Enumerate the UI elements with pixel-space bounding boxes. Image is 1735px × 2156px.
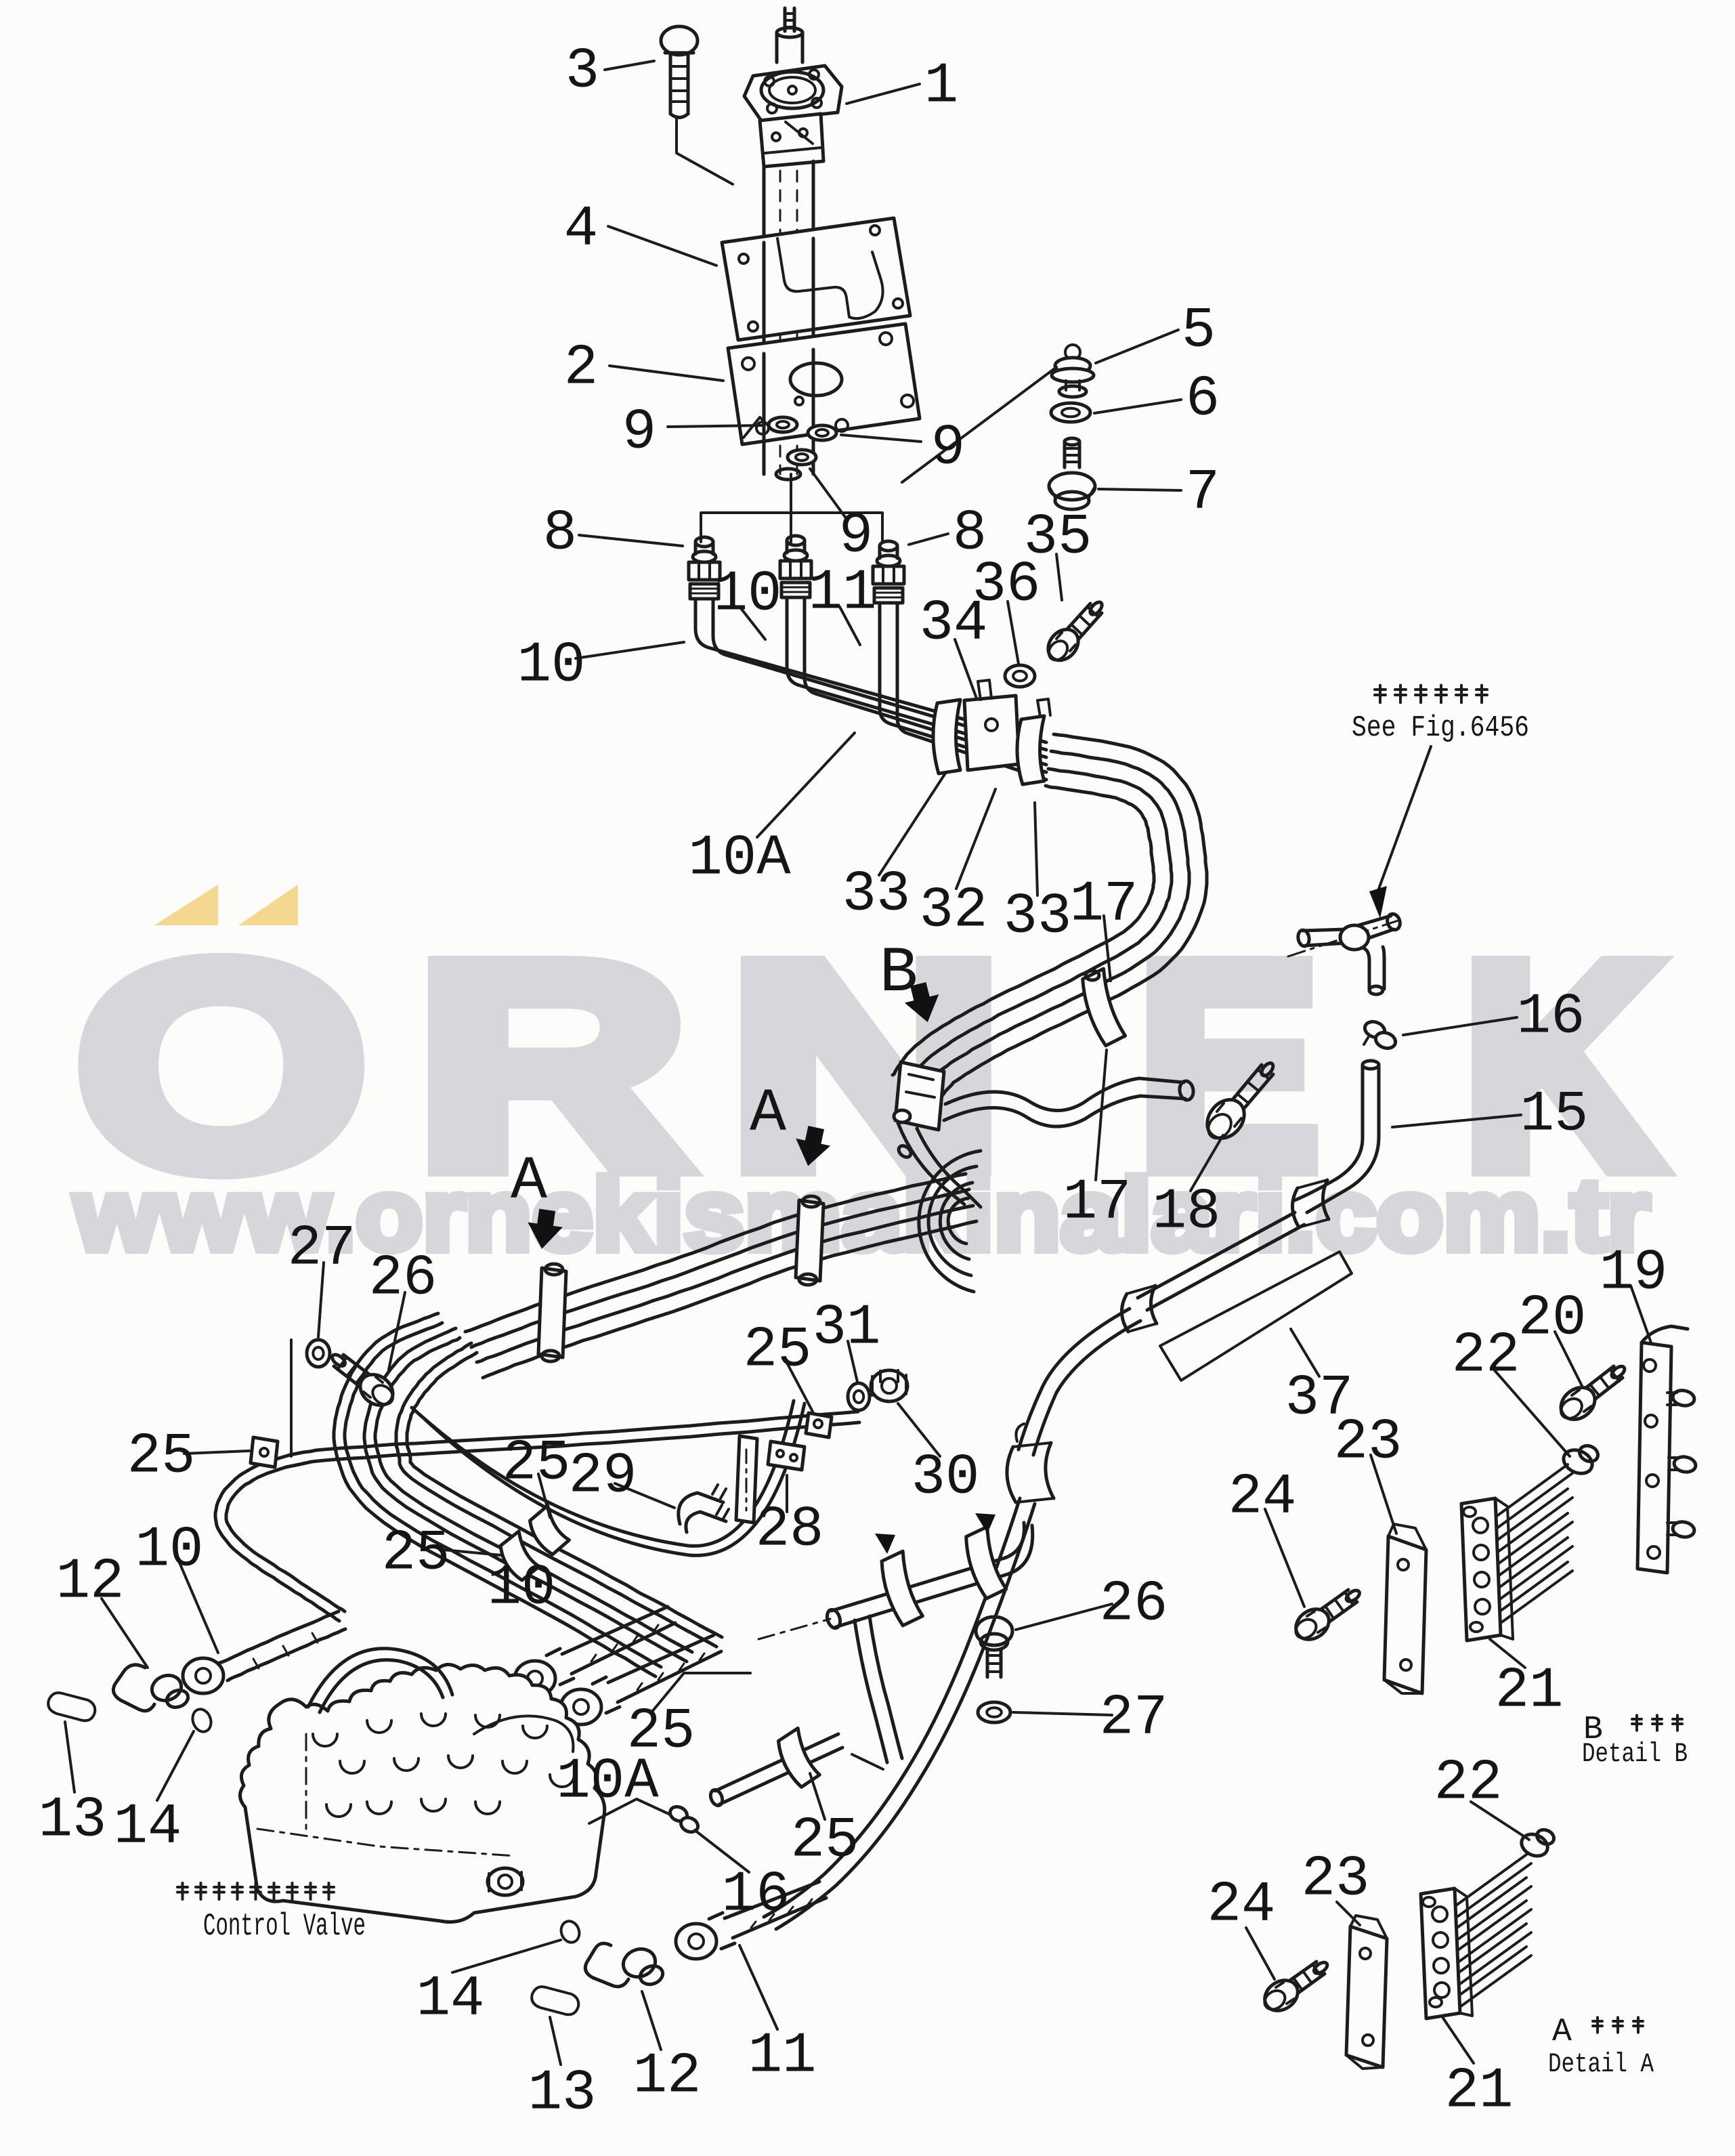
svg-text:36: 36 [972, 553, 1041, 618]
svg-text:25: 25 [382, 1522, 450, 1586]
svg-text:32: 32 [920, 879, 988, 944]
svg-text:A: A [511, 1147, 547, 1217]
svg-text:34: 34 [920, 592, 988, 656]
svg-text:3: 3 [565, 40, 599, 104]
svg-text:26: 26 [369, 1247, 437, 1311]
svg-text:22: 22 [1434, 1752, 1503, 1816]
svg-text:12: 12 [56, 1550, 125, 1615]
svg-text:12: 12 [633, 2045, 702, 2109]
svg-text:30: 30 [912, 1446, 980, 1510]
svg-text:29: 29 [569, 1445, 637, 1509]
svg-text:35: 35 [1024, 506, 1092, 570]
svg-text:27: 27 [1100, 1687, 1168, 1751]
svg-text:10: 10 [135, 1519, 204, 1583]
svg-text:See Fig.6456: See Fig.6456 [1352, 711, 1529, 745]
svg-text:23: 23 [1334, 1411, 1402, 1475]
svg-text:10: 10 [488, 1557, 556, 1621]
svg-text:9: 9 [622, 401, 656, 465]
svg-text:27: 27 [288, 1217, 356, 1282]
svg-text:7: 7 [1186, 461, 1220, 526]
svg-text:9: 9 [839, 505, 873, 569]
svg-text:B: B [879, 937, 918, 1010]
svg-text:Detail A: Detail A [1548, 2050, 1654, 2080]
svg-text:R: R [416, 904, 688, 1229]
svg-text:A: A [750, 1080, 786, 1149]
svg-text:33: 33 [842, 863, 911, 927]
svg-text:Detail B: Detail B [1582, 1739, 1688, 1770]
svg-text:14: 14 [416, 1968, 485, 2032]
svg-text:21: 21 [1495, 1660, 1564, 1724]
svg-text:K: K [1463, 904, 1661, 1229]
svg-text:24: 24 [1228, 1466, 1297, 1530]
svg-text:2: 2 [564, 337, 598, 401]
svg-text:10: 10 [517, 634, 586, 698]
svg-text:25: 25 [502, 1432, 571, 1496]
svg-text:25: 25 [791, 1809, 859, 1874]
svg-text:E: E [1138, 904, 1319, 1229]
svg-text:N: N [729, 904, 1004, 1229]
svg-text:25: 25 [627, 1700, 695, 1764]
svg-text:37: 37 [1285, 1367, 1354, 1431]
svg-text:8: 8 [953, 502, 987, 566]
svg-text:5: 5 [1182, 299, 1216, 364]
svg-text:B: B [1583, 1712, 1603, 1748]
svg-text:Control Valve: Control Valve [203, 1909, 366, 1944]
svg-text:23: 23 [1302, 1848, 1370, 1912]
svg-text:28: 28 [756, 1498, 824, 1563]
svg-text:19: 19 [1600, 1242, 1668, 1306]
svg-text:10A: 10A [556, 1750, 659, 1815]
svg-text:17: 17 [1063, 1171, 1132, 1235]
svg-text:6: 6 [1186, 368, 1220, 432]
svg-text:33: 33 [1004, 885, 1072, 950]
svg-text:24: 24 [1207, 1874, 1276, 1938]
svg-text:10A: 10A [688, 827, 791, 891]
svg-text:22: 22 [1452, 1324, 1520, 1389]
svg-text:20: 20 [1518, 1287, 1587, 1351]
svg-text:16: 16 [1517, 986, 1585, 1050]
svg-text:9: 9 [931, 417, 965, 481]
svg-text:11: 11 [809, 562, 877, 626]
svg-text:14: 14 [114, 1796, 182, 1860]
svg-text:10: 10 [714, 563, 782, 627]
svg-text:18: 18 [1153, 1181, 1221, 1245]
svg-text:4: 4 [564, 198, 598, 262]
svg-text:A: A [1552, 2014, 1572, 2050]
svg-text:13: 13 [528, 2062, 597, 2126]
svg-text:15: 15 [1520, 1083, 1589, 1147]
svg-text:O: O [76, 904, 367, 1229]
svg-text:1: 1 [924, 55, 958, 119]
svg-text:26: 26 [1100, 1573, 1168, 1637]
svg-text:11: 11 [748, 2025, 817, 2089]
svg-text:25: 25 [127, 1425, 196, 1489]
svg-text:17: 17 [1070, 873, 1138, 937]
svg-text:21: 21 [1445, 2060, 1514, 2124]
svg-text:25: 25 [744, 1319, 812, 1383]
svg-text:8: 8 [543, 502, 577, 566]
svg-text:31: 31 [813, 1296, 881, 1361]
svg-text:13: 13 [39, 1789, 107, 1853]
svg-text:16: 16 [722, 1863, 790, 1928]
